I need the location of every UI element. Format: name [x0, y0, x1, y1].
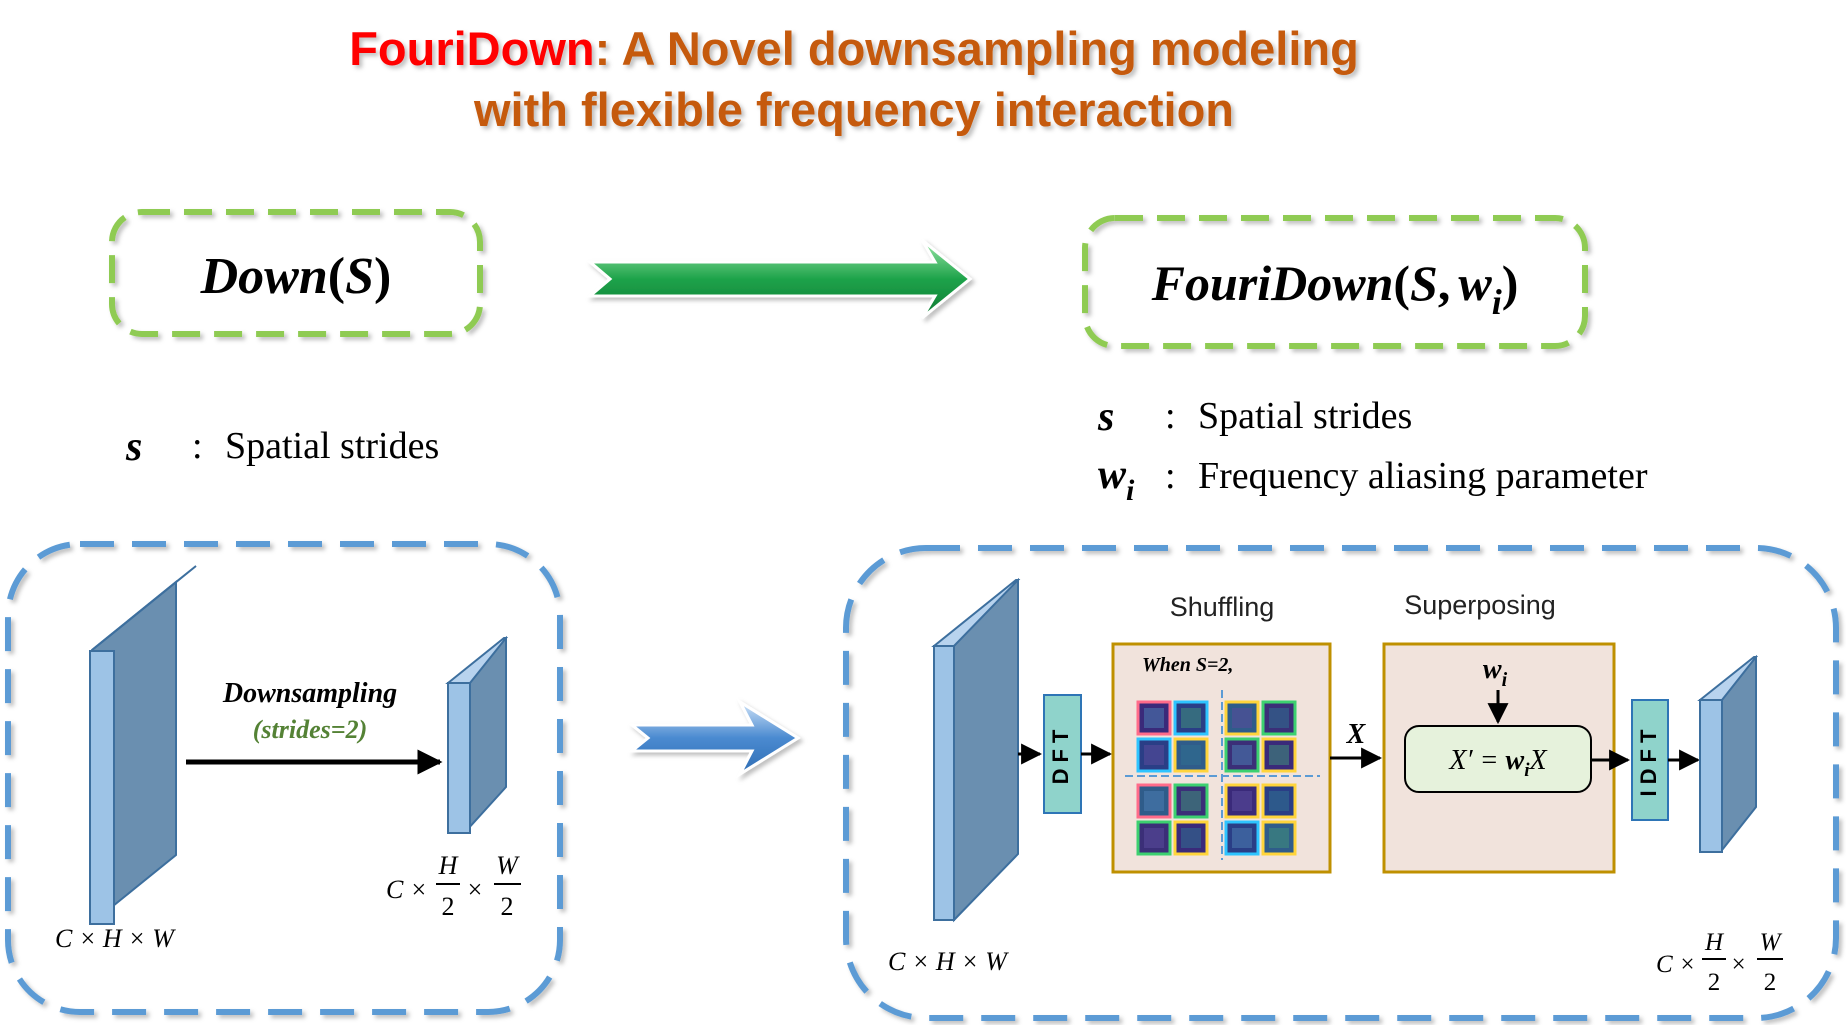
svg-text:H: H: [438, 851, 459, 880]
output-feature-block: [445, 635, 509, 834]
spectrum-thumbnail-texture: [1144, 708, 1164, 728]
down-formula-box: [109, 209, 483, 337]
input-dims-right: C × H × W: [888, 947, 1009, 976]
svg-text:2: 2: [1764, 969, 1777, 996]
page-title-line1: FouriDown: A Novel downsampling modeling: [349, 22, 1359, 75]
svg-text:H: H: [1704, 929, 1725, 956]
legend-symbol-w: wi: [1098, 452, 1135, 507]
page-title-line2: with flexible frequency interaction: [473, 83, 1234, 136]
spectrum-thumbnail-texture: [1232, 791, 1252, 811]
spectrum-thumbnail-texture: [1144, 791, 1164, 811]
idft-block: [1631, 699, 1669, 821]
svg-text:×: ×: [466, 875, 484, 904]
spectrum-thumbnail-texture: [1181, 828, 1201, 848]
spectrum-thumbnail-texture: [1269, 791, 1289, 811]
spectrum-thumbnail-texture: [1232, 828, 1252, 848]
legend-colon: :: [1165, 455, 1176, 497]
legend-symbol-s: s: [1097, 394, 1114, 440]
spectrum-thumbnail-texture: [1181, 708, 1201, 728]
spectrum-thumbnail-texture: [1181, 791, 1201, 811]
shuffling-note: When S=2,: [1142, 654, 1233, 676]
spectrum-thumbnail-texture: [1269, 708, 1289, 728]
title-name: FouriDown: [349, 22, 594, 75]
output-feature-block-right: [1697, 654, 1759, 853]
legend-desc: Frequency aliasing parameter: [1198, 455, 1648, 497]
fouridown-formula-box: [1082, 215, 1588, 349]
downsampling-label: Downsampling: [222, 678, 397, 709]
superpose-equation: X′ = wiX: [1448, 745, 1547, 781]
svg-text:W: W: [496, 851, 520, 880]
spectrum-thumbnail-texture: [1232, 708, 1252, 728]
spectrum-thumbnail-grid: [1136, 700, 1297, 856]
svg-text:2: 2: [1708, 969, 1721, 996]
input-feature-block-right: [931, 577, 1021, 923]
x-label: X: [1346, 719, 1367, 750]
legend-colon: :: [1165, 395, 1176, 437]
shuffling-label: Shuffling: [1170, 592, 1275, 622]
dft-label: DFT: [1048, 724, 1073, 785]
strides-label: (strides=2): [253, 715, 367, 744]
output-dims-right: C × H 2 × W 2: [1656, 929, 1783, 996]
svg-text:×: ×: [1730, 951, 1747, 978]
left-legend: s : Spatial strides: [125, 424, 439, 470]
green-transform-arrow: [585, 238, 973, 320]
right-panel: [843, 545, 1839, 1021]
svg-text:2: 2: [501, 892, 514, 921]
spectrum-thumbnail-texture: [1181, 745, 1201, 765]
legend-desc: Spatial strides: [225, 425, 439, 467]
weight-symbol: wi: [1483, 654, 1508, 691]
down-formula: Down(S): [200, 248, 392, 305]
blue-transform-arrow: [627, 697, 801, 779]
spectrum-thumbnail-texture: [1232, 745, 1252, 765]
superposing-label: Superposing: [1404, 590, 1556, 620]
dft-block: [1043, 694, 1082, 814]
legend-colon: :: [192, 425, 203, 467]
right-legend: s : Spatial strides wi : Frequency alias…: [1097, 394, 1648, 507]
spectrum-thumbnail-texture: [1144, 828, 1164, 848]
left-panel: [5, 541, 563, 1015]
svg-text:W: W: [1760, 929, 1783, 956]
idft-label: IDFT: [1636, 724, 1661, 797]
fouridown-formula: FouriDown(S,wi): [1151, 255, 1519, 322]
input-dims-left: C × H × W: [55, 924, 176, 953]
spectrum-thumbnail-texture: [1269, 828, 1289, 848]
title-rest: : A Novel downsampling modeling: [595, 22, 1359, 75]
output-dims-left: C × H 2 × W 2: [386, 851, 521, 921]
spectrum-thumbnail-texture: [1269, 745, 1289, 765]
input-feature-block-front: [89, 650, 115, 925]
legend-desc: Spatial strides: [1198, 395, 1412, 437]
svg-text:2: 2: [442, 892, 455, 921]
svg-text:C ×: C ×: [1656, 951, 1696, 978]
legend-symbol-s: s: [125, 424, 142, 470]
spectrum-thumbnail-texture: [1144, 745, 1164, 765]
svg-text:C ×: C ×: [386, 875, 427, 904]
